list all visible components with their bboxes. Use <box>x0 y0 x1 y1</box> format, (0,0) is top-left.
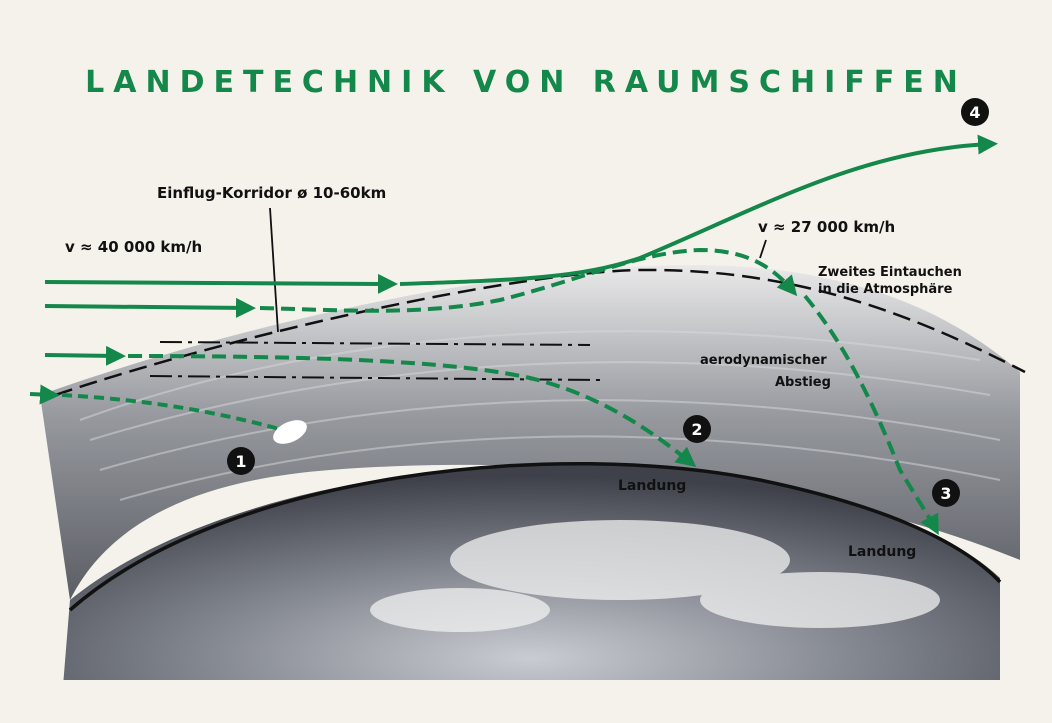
second-entry-label-1: Zweites Eintauchen <box>818 265 962 280</box>
orbit-speed-label: v ≈ 27 000 km/h <box>758 218 895 236</box>
corridor-pointer <box>269 207 279 333</box>
incoming-trajectories <box>29 273 398 405</box>
atmosphere-band <box>40 265 1020 600</box>
corridor-label: Einflug-Korridor ø 10-60km <box>157 184 386 202</box>
marker-2: 2 <box>683 415 711 443</box>
trajectory-1-burnup <box>61 393 291 434</box>
trajectory-4-skip <box>399 134 998 286</box>
marker-3: 3 <box>932 479 960 507</box>
bottom-margin <box>0 680 1052 723</box>
burnup-flash <box>273 420 307 444</box>
page-title: LANDETECHNIK VON RAUMSCHIFFEN <box>85 65 967 100</box>
svg-text:4: 4 <box>969 103 980 122</box>
trajectory-3-second-entry <box>259 247 798 313</box>
orbit-speed-pointer <box>759 239 767 259</box>
landing-label-3: Landung <box>848 544 916 560</box>
marker-4: 4 <box>961 98 989 126</box>
entry-speed-label: v ≈ 40 000 km/h <box>65 238 202 256</box>
svg-text:1: 1 <box>235 452 246 471</box>
aero-descent-label-1: aerodynamischer <box>700 353 827 368</box>
trajectory-3-descent <box>803 294 939 536</box>
svg-text:2: 2 <box>691 420 702 439</box>
aero-descent-label-2: Abstieg <box>775 375 831 390</box>
marker-1: 1 <box>227 447 255 475</box>
trajectory-2-aero <box>127 354 697 467</box>
second-entry-label-2: in die Atmosphäre <box>818 282 953 297</box>
atmosphere-boundary <box>54 268 1026 397</box>
earth-clouds <box>370 520 940 632</box>
entry-corridor-lines <box>149 341 601 381</box>
landing-label-2: Landung <box>618 478 686 494</box>
svg-text:3: 3 <box>940 484 951 503</box>
